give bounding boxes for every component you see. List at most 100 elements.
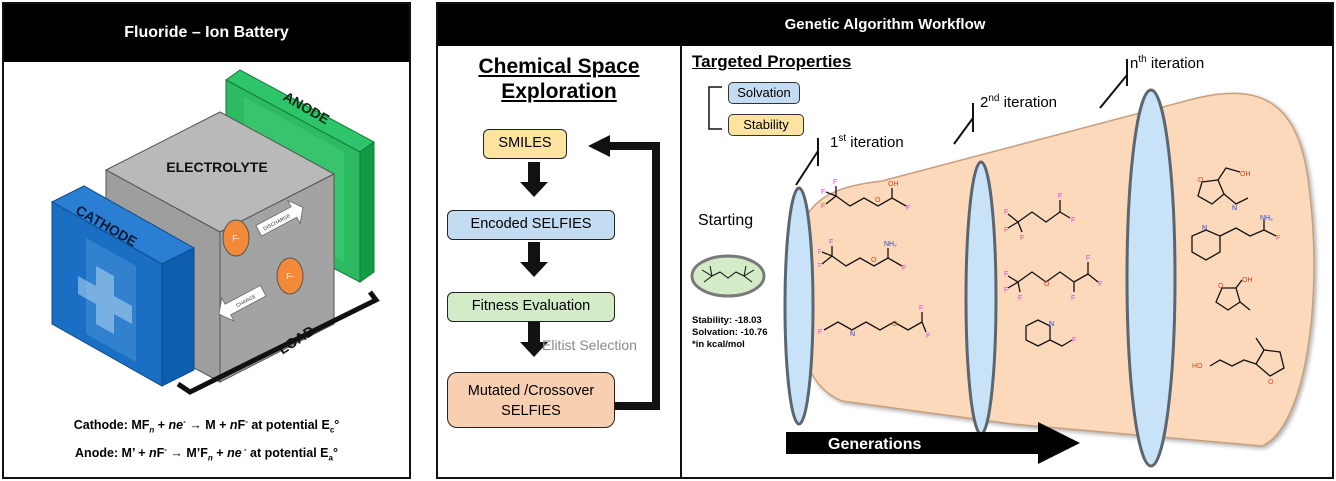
svg-text:F: F [1004,209,1008,216]
starting-solvation: Solvation: -10.76 [692,327,768,338]
starting-label: Starting [698,212,754,229]
iteration-1-pointer [795,150,819,186]
svg-text:F: F [818,329,822,336]
molecule-2c: NF [1025,319,1076,347]
down-arrow-2 [520,242,548,277]
svg-text:O: O [1044,281,1050,288]
generations-label: Generations [828,436,922,453]
anode-equation: Anode: M’ + nF- → M’Fn + ne - at potenti… [75,445,338,463]
iteration-ring-2 [964,160,998,436]
solvation-property: Solvation [728,82,800,104]
svg-text:NH₂: NH₂ [1260,215,1273,222]
encoded-selfies-step: Encoded SELFIES [447,210,615,240]
genetic-algorithm-panel: Genetic Algorithm Workflow Chemical Spac… [436,2,1334,479]
electrolyte-label: ELECTROLYTE [166,159,267,175]
svg-text:N: N [1049,321,1054,328]
svg-text:F: F [1018,295,1022,302]
iteration-1-label: 1st iteration [830,133,904,151]
cathode-equation: Cathode: MFn + ne- → M + nF- at potentia… [73,417,340,435]
iteration-ring-n [1125,88,1177,468]
svg-text:HO: HO [1192,363,1203,370]
svg-text:F: F [1004,227,1008,234]
svg-text:O: O [875,197,881,204]
molecule-2b: F F F O F F F [1004,255,1102,302]
stability-property: Stability [728,114,804,136]
funnel-body [799,92,1315,447]
generation-2-molecules: F F F F F F F F O F F F NF [1004,193,1102,347]
svg-text:F: F [1071,295,1075,302]
svg-text:F: F [1020,235,1024,242]
ga-panel-title: Genetic Algorithm Workflow [438,4,1332,46]
battery-illustration: ANODE ELECTROLYTE F- F- DISCHARGE CHARGE [50,69,380,395]
molecule-na: O OH N [1197,167,1251,212]
generations-funnel [783,59,1315,468]
svg-text:F: F [1071,217,1075,224]
flow-arrows [520,135,660,410]
svg-text:O: O [1218,283,1224,290]
properties-bracket [708,86,722,130]
svg-text:F: F [902,265,906,272]
starting-scores: Stability: -18.03 Solvation: -10.76 *in … [692,315,768,351]
svg-text:N: N [1232,205,1237,212]
down-arrow-3 [520,322,548,357]
generations-arrow [786,422,1080,464]
starting-molecule [690,254,766,298]
svg-text:O: O [1198,177,1204,184]
section-divider [680,46,682,477]
starting-stability: Stability: -18.03 [692,315,762,326]
fitness-evaluation-step: Fitness Evaluation [447,292,615,322]
molecule-nb: N NH₂ F [1191,215,1280,261]
elitist-selection-label: Elitist Selection [542,337,637,353]
svg-text:F: F [818,263,821,270]
svg-text:F: F [1276,235,1280,242]
mutated-crossover-step: Mutated /Crossover SELFIES [447,372,615,428]
molecule-2a: F F F F F [1004,193,1075,242]
iteration-2-label: 2nd iteration [980,93,1058,111]
generation-n-molecules: O OH N N NH₂ F O OH HO O [1191,167,1285,386]
svg-text:O: O [1268,379,1274,386]
svg-text:OH: OH [1242,277,1253,284]
svg-text:F: F [818,249,821,256]
battery-panel-title: Fluoride – Ion Battery [4,4,409,62]
svg-text:F: F [1004,271,1008,278]
cathode-slab: CATHODE [50,185,196,387]
svg-text:NH₂: NH₂ [884,241,897,248]
fluoride-ion-2 [276,257,304,295]
svg-text:F: F [919,305,923,312]
svg-text:F: F [821,203,825,210]
svg-text:N: N [850,331,855,338]
smiles-step: SMILES [483,129,567,159]
svg-text:OH: OH [1240,171,1251,178]
molecule-nc: O OH [1215,277,1253,311]
unit-note: *in kcal/mol [692,339,745,350]
svg-text:O: O [892,321,898,328]
molecule-nd: HO O [1192,337,1285,386]
charge-arrow: CHARGE [218,284,267,322]
down-arrow-1 [520,162,548,197]
feedback-loop-arrow [588,135,660,410]
svg-text:F: F [829,239,833,246]
svg-text:F: F [1058,193,1062,200]
fluoride-ion-1-label: F- [232,234,240,243]
svg-text:N: N [1202,225,1207,232]
chemical-space-title: Chemical Space Exploration [478,55,640,103]
iteration-n-label: nth iteration [1130,54,1205,72]
plus-icon [78,266,132,334]
iteration-ring-1 [783,186,815,426]
fluoride-ion-1 [222,219,250,257]
fluoride-ion-2-label: F- [286,272,294,281]
iteration-2-pointer [953,117,974,145]
svg-text:F: F [833,179,837,186]
svg-text:O: O [871,257,877,264]
svg-text:OH: OH [888,181,899,188]
targeted-properties-title: Targeted Properties [692,52,852,71]
svg-text:F: F [1098,281,1102,288]
svg-text:F: F [1004,287,1008,294]
svg-text:F: F [821,189,825,196]
svg-text:F: F [906,205,910,212]
svg-text:F: F [1086,255,1090,262]
